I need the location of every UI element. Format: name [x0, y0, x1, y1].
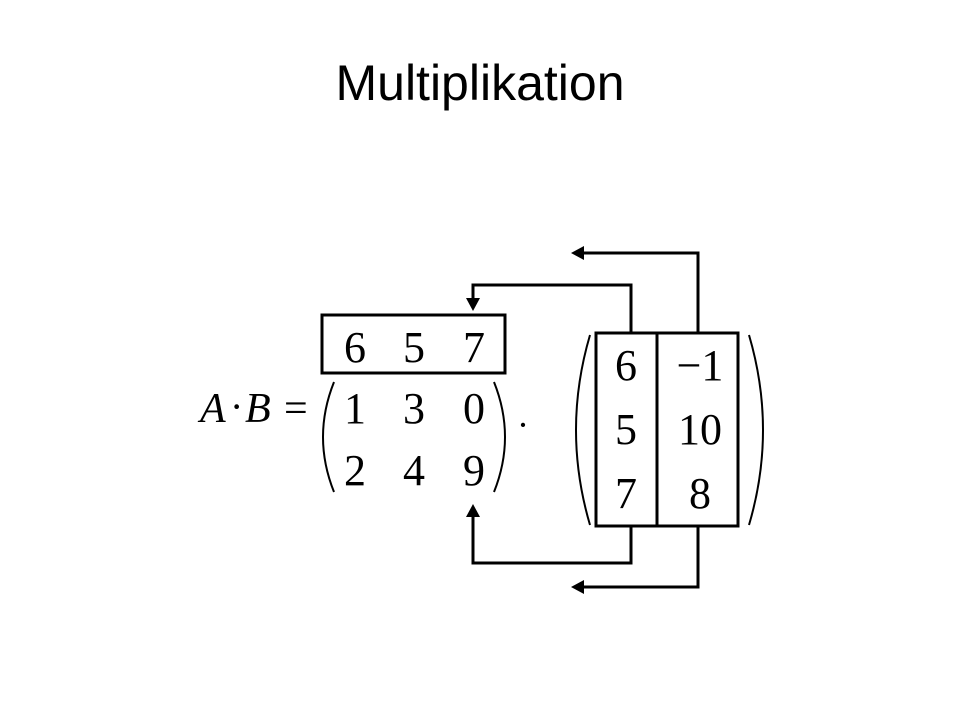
matrix-a-cell: 6 — [344, 323, 366, 372]
matrix-a-cell: 2 — [344, 446, 366, 495]
slide-title: Multiplikation — [335, 55, 625, 111]
matrix-a-cell: 1 — [344, 384, 366, 433]
arrowhead-up-bottom — [466, 504, 480, 517]
matrix-b-entries: 6 −1 5 10 7 8 — [615, 341, 723, 518]
multiply-dot-matrices: · — [517, 405, 529, 445]
matrix-b-cell: 7 — [615, 469, 637, 518]
multiply-dot-lhs: · — [230, 384, 243, 429]
arrowhead-left-top — [571, 246, 584, 260]
matrix-b-left-paren — [575, 334, 591, 526]
matrix-b-cell: −1 — [677, 341, 724, 390]
arrow-col2-top — [582, 251, 700, 333]
matrix-b-right-paren — [748, 334, 764, 526]
equals-sign: = — [284, 386, 308, 432]
matrix-b-cell: 5 — [615, 405, 637, 454]
arrow-col2-bottom — [582, 526, 700, 589]
matrix-b-cell: 6 — [615, 341, 637, 390]
arrow-col1-top — [471, 283, 633, 333]
matrix-a-row-highlight — [320, 313, 507, 375]
matrix-a-symbol: A — [197, 386, 226, 432]
matrix-a-cell: 5 — [403, 323, 425, 372]
matrix-a-right-paren — [493, 381, 506, 493]
arrow-col1-bottom — [471, 515, 633, 565]
matrix-a-cell: 3 — [403, 384, 425, 433]
arrowhead-down-top — [466, 298, 480, 311]
matrix-a-cell: 4 — [403, 446, 425, 495]
arrowhead-left-bottom — [571, 580, 584, 594]
matrix-a-entries: 6 5 7 1 3 0 2 4 9 — [344, 323, 485, 495]
matrix-a-cell: 9 — [463, 446, 485, 495]
matrix-a-cell: 0 — [463, 384, 485, 433]
matrix-a-cell: 7 — [463, 323, 485, 372]
matrix-b-cell: 8 — [689, 469, 711, 518]
matrix-a-left-paren — [322, 381, 335, 493]
flow-arrows — [471, 251, 700, 589]
arrow-heads — [466, 246, 584, 594]
matrix-b-symbol: B — [245, 386, 271, 432]
matrix-b-cell: 10 — [678, 405, 722, 454]
